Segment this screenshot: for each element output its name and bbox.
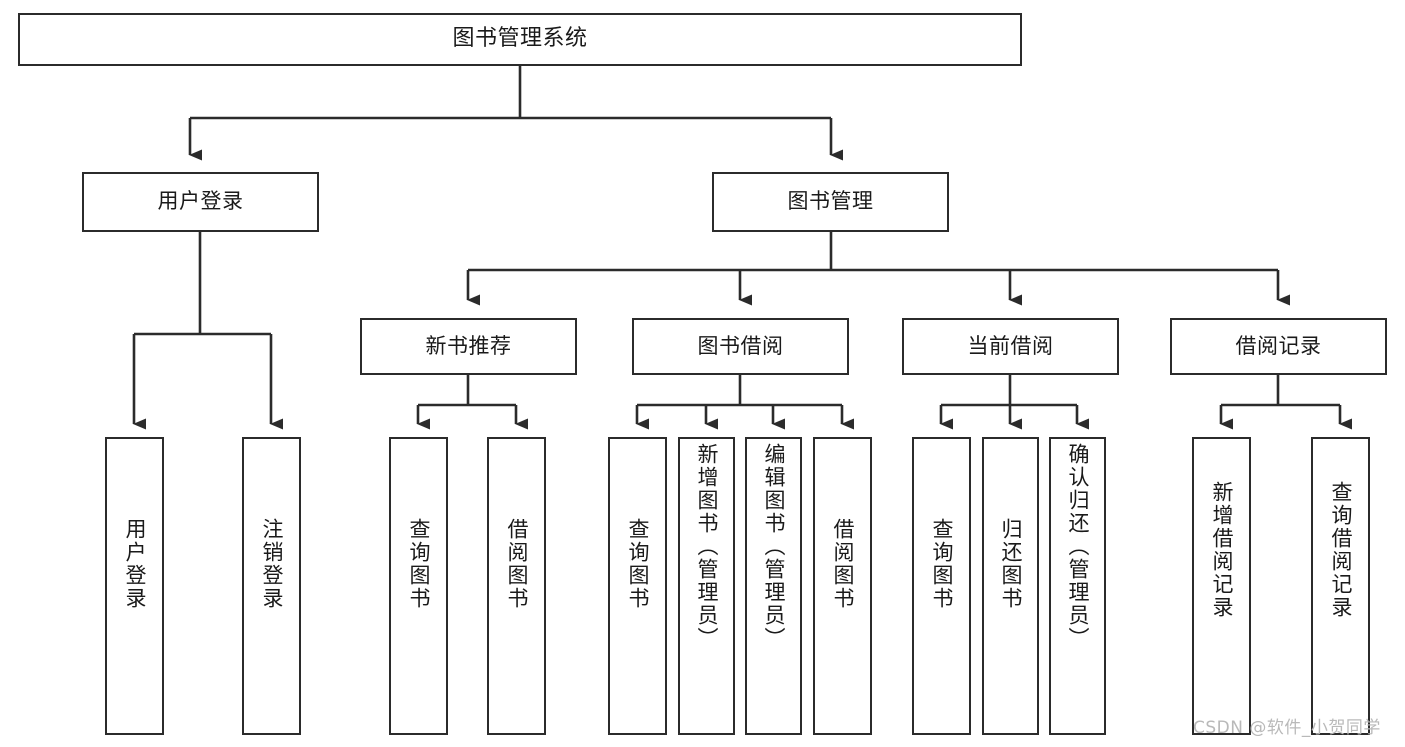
leaf-borrow-book-2-label: 借阅图书	[831, 518, 855, 610]
node-root[interactable]: 图书管理系统	[18, 13, 1022, 66]
leaf-confirm-return-label: 确认归还（管理员）	[1066, 443, 1090, 650]
node-book-borrow[interactable]: 图书借阅	[632, 318, 849, 375]
leaf-confirm-return[interactable]: 确认归还（管理员）	[1049, 437, 1106, 735]
node-new-book-rec-label: 新书推荐	[425, 333, 512, 358]
leaf-query-book-1[interactable]: 查询图书	[389, 437, 448, 735]
leaf-query-book-3-label: 查询图书	[930, 518, 954, 610]
leaf-query-book-2[interactable]: 查询图书	[608, 437, 667, 735]
leaf-logout-login[interactable]: 注销登录	[242, 437, 301, 735]
node-current-borrow-label: 当前借阅	[967, 333, 1054, 358]
leaf-query-record[interactable]: 查询借阅记录	[1311, 437, 1370, 735]
node-root-label: 图书管理系统	[452, 26, 588, 52]
leaf-borrow-book-1[interactable]: 借阅图书	[487, 437, 546, 735]
leaf-user-login[interactable]: 用户登录	[105, 437, 164, 735]
leaf-query-book-3[interactable]: 查询图书	[912, 437, 971, 735]
node-borrow-record[interactable]: 借阅记录	[1170, 318, 1387, 375]
leaf-query-book-2-label: 查询图书	[626, 518, 650, 610]
node-user-login-label: 用户登录	[157, 189, 244, 214]
leaf-add-book[interactable]: 新增图书（管理员）	[678, 437, 735, 735]
leaf-user-login-label: 用户登录	[123, 518, 147, 610]
node-user-login[interactable]: 用户登录	[82, 172, 319, 232]
node-book-borrow-label: 图书借阅	[697, 333, 784, 358]
node-borrow-record-label: 借阅记录	[1235, 333, 1322, 358]
node-new-book-rec[interactable]: 新书推荐	[360, 318, 577, 375]
leaf-logout-login-label: 注销登录	[260, 518, 284, 610]
leaf-query-record-label: 查询借阅记录	[1329, 481, 1353, 619]
node-book-manage-label: 图书管理	[787, 189, 874, 214]
leaf-borrow-book-2[interactable]: 借阅图书	[813, 437, 872, 735]
node-current-borrow[interactable]: 当前借阅	[902, 318, 1119, 375]
leaf-add-record[interactable]: 新增借阅记录	[1192, 437, 1251, 735]
leaf-return-book-label: 归还图书	[999, 518, 1023, 610]
csdn-watermark: CSDN @软件_小贺同学	[1193, 718, 1381, 738]
leaf-query-book-1-label: 查询图书	[407, 518, 431, 610]
leaf-borrow-book-1-label: 借阅图书	[505, 518, 529, 610]
leaf-add-book-label: 新增图书（管理员）	[695, 443, 719, 650]
leaf-edit-book-label: 编辑图书（管理员）	[762, 443, 786, 650]
leaf-edit-book[interactable]: 编辑图书（管理员）	[745, 437, 802, 735]
node-book-manage[interactable]: 图书管理	[712, 172, 949, 232]
leaf-add-record-label: 新增借阅记录	[1210, 481, 1234, 619]
leaf-return-book[interactable]: 归还图书	[982, 437, 1039, 735]
